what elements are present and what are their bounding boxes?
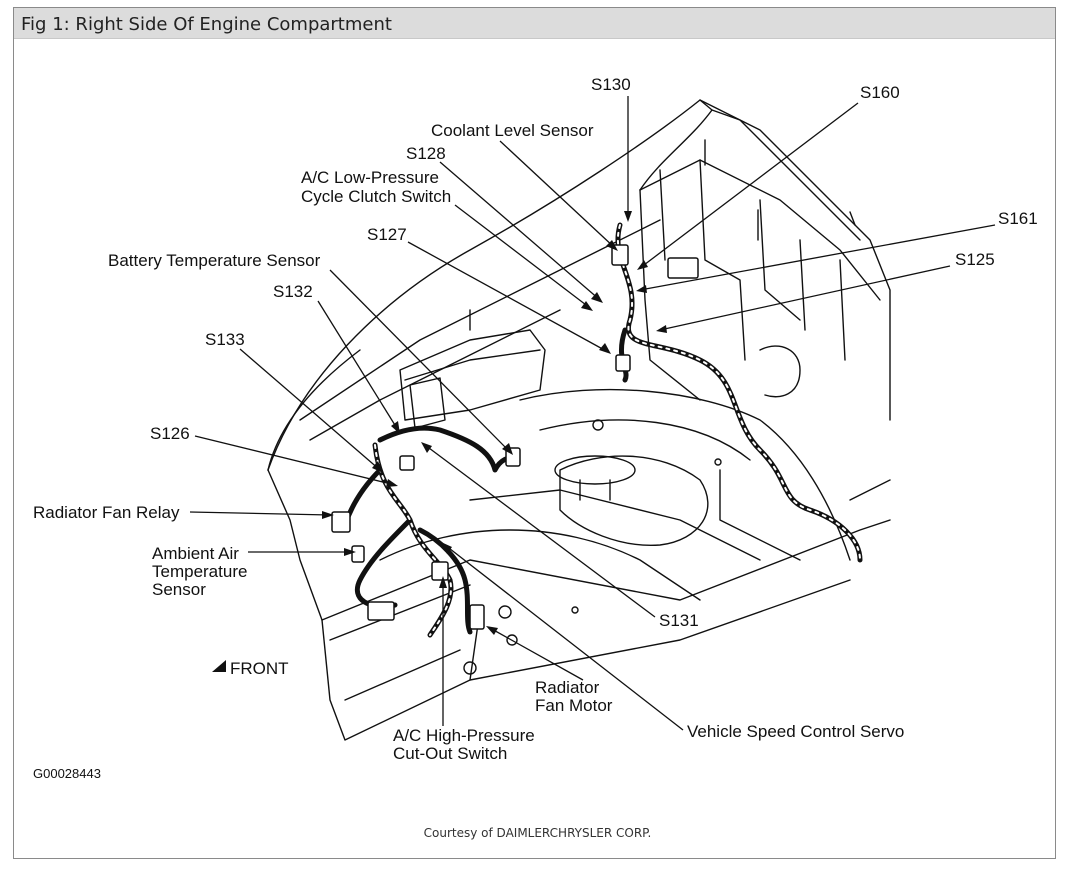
front-arrow-icon [212, 660, 226, 672]
callout-s125: S125 [955, 250, 995, 269]
callout-s126: S126 [150, 424, 190, 443]
figure-id: G00028443 [33, 766, 101, 781]
figure-title: Fig 1: Right Side Of Engine Compartment [21, 14, 392, 35]
callout-s132: S132 [273, 282, 313, 301]
callout-battery-temperature-sensor: Battery Temperature Sensor [108, 251, 321, 270]
callout-coolant-level-sensor: Coolant Level Sensor [431, 121, 594, 140]
callout-radiator-fan-motor-line2: Fan Motor [535, 696, 613, 715]
callout-ambient-air-line1: Ambient Air [152, 544, 239, 563]
callout-s128: S128 [406, 144, 446, 163]
courtesy-credit: Courtesy of DAIMLERCHRYSLER CORP. [423, 826, 652, 840]
figure-frame: Fig 1: Right Side Of Engine Compartment [13, 7, 1056, 859]
callout-s161: S161 [998, 209, 1038, 228]
callout-ambient-air-line2: Temperature [152, 562, 248, 581]
figure-title-bar: Fig 1: Right Side Of Engine Compartment [14, 8, 1055, 39]
callout-s160: S160 [860, 83, 900, 102]
callout-ambient-air-line3: Sensor [152, 580, 206, 599]
callout-radiator-fan-motor-line1: Radiator [535, 678, 600, 697]
callout-ac-high-pressure-line1: A/C High-Pressure [393, 726, 535, 745]
callout-radiator-fan-relay: Radiator Fan Relay [33, 503, 180, 522]
callout-ac-high-pressure-line2: Cut-Out Switch [393, 744, 508, 763]
front-label: FRONT [230, 659, 289, 678]
callout-s133: S133 [205, 330, 245, 349]
callout-s130: S130 [591, 75, 631, 94]
callout-ac-low-pressure-line1: A/C Low-Pressure [301, 168, 439, 187]
callout-s131: S131 [659, 611, 699, 630]
callout-ac-low-pressure-line2: Cycle Clutch Switch [301, 187, 452, 206]
callout-vehicle-speed-control-servo: Vehicle Speed Control Servo [687, 722, 905, 741]
callout-s127: S127 [367, 225, 407, 244]
